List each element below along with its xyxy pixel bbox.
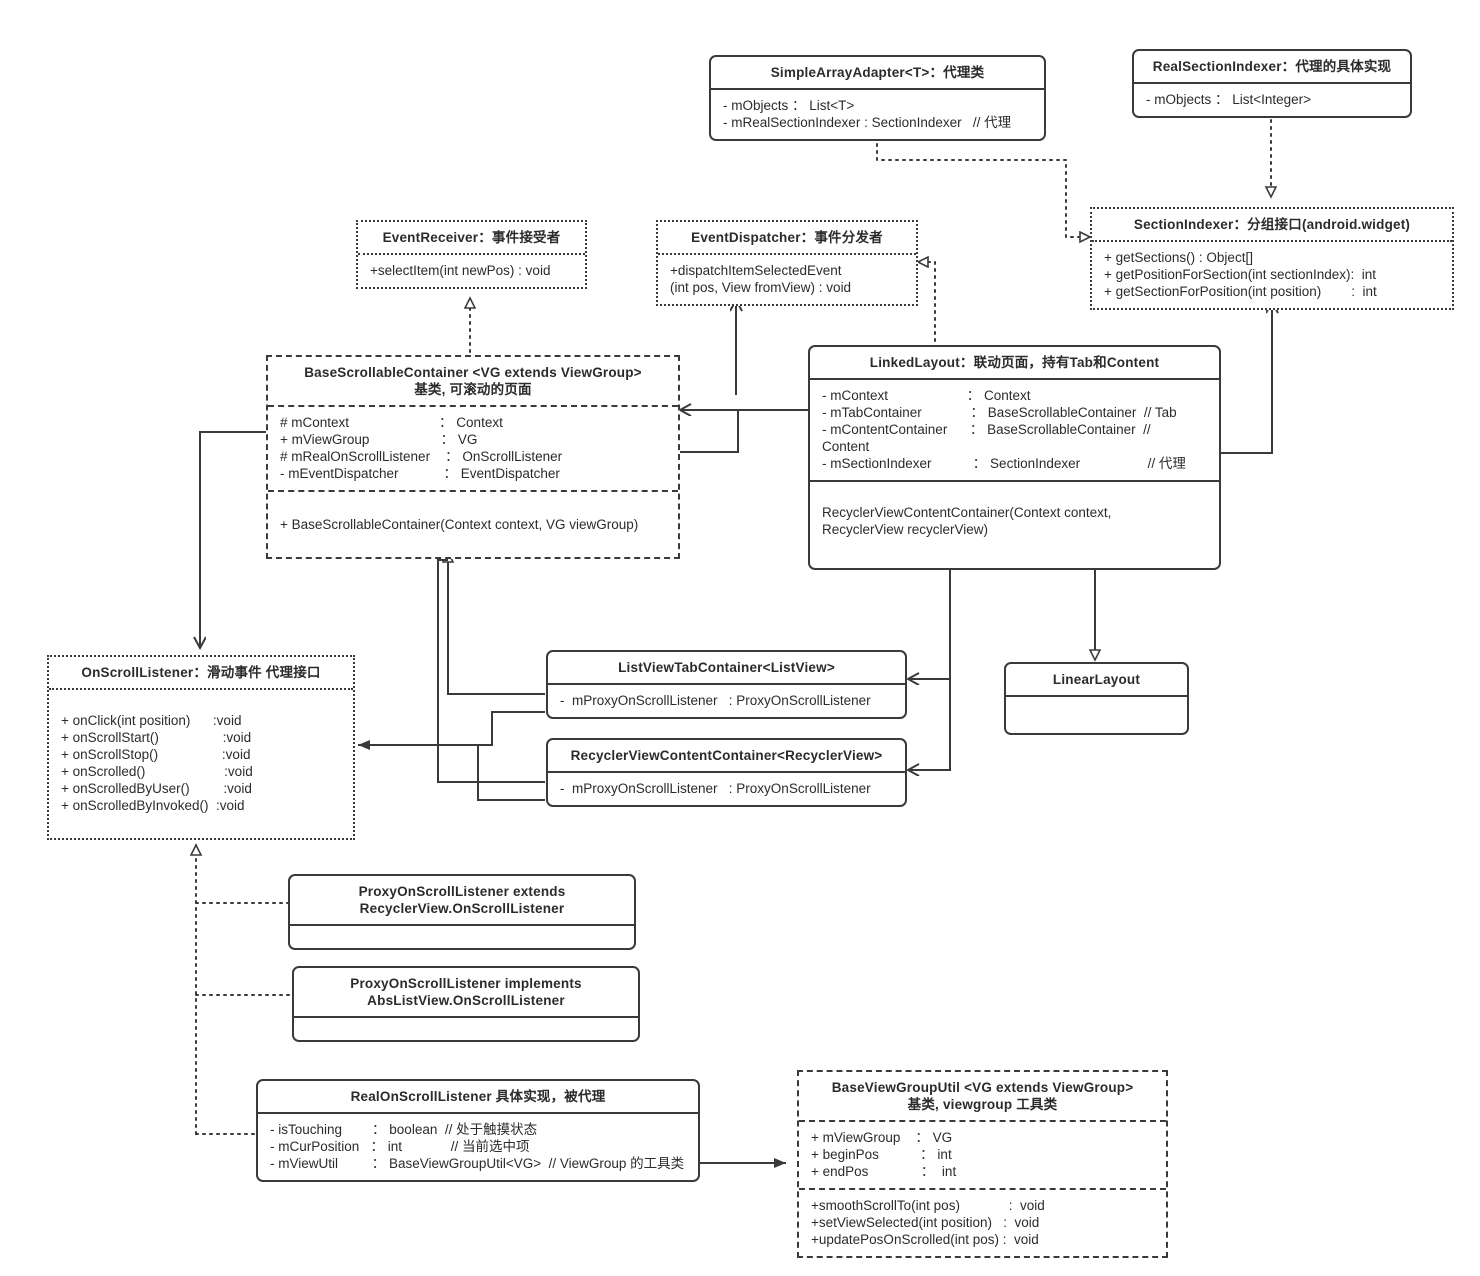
class-base-scrollable-container[interactable]: BaseScrollableContainer <VG extends View…: [266, 355, 680, 559]
wire-linkedlayout-uses-sectionindexer: [1221, 302, 1272, 454]
wire-linkedlayout-realizes-eventdispatcher: [918, 262, 936, 349]
class-base-view-group-util[interactable]: BaseViewGroupUtil <VG extends ViewGroup>…: [797, 1070, 1168, 1258]
class-title: RealOnScrollListener 具体实现，被代理: [258, 1081, 698, 1114]
wire-linkedlayout-holds-recyclerviewcontentcontainer: [908, 679, 951, 770]
class-attributes: - mContext ： Context - mTabContainer ： B…: [822, 388, 1186, 471]
class-title: ProxyOnScrollListener implements AbsList…: [294, 968, 638, 1018]
class-title: RecyclerViewContentContainer<RecyclerVie…: [548, 740, 905, 773]
class-methods: + BaseScrollableContainer(Context contex…: [268, 490, 678, 557]
class-attributes: [1006, 697, 1187, 733]
class-proxy-implements-abslistview[interactable]: ProxyOnScrollListener implements AbsList…: [292, 966, 640, 1042]
class-title: BaseViewGroupUtil <VG extends ViewGroup>…: [799, 1072, 1166, 1122]
class-title: LinkedLayout：联动页面，持有Tab和Content: [810, 347, 1219, 380]
class-attributes: - isTouching ： boolean // 处于触摸状态 - mCurP…: [270, 1122, 685, 1171]
interface-methods: + getSections() : Object[] + getPosition…: [1104, 250, 1377, 299]
class-real-on-scroll-listener[interactable]: RealOnScrollListener 具体实现，被代理 - isTouchi…: [256, 1079, 700, 1182]
wire-recyclerviewcontentcontainer-extends-basescrollablecontainer: [437, 559, 545, 783]
wire-listviewtabcontainer-extends-basescrollablecontainer: [448, 552, 545, 695]
class-title: BaseScrollableContainer <VG extends View…: [268, 357, 678, 407]
class-title: RealSectionIndexer：代理的具体实现: [1134, 51, 1410, 84]
interface-event-receiver[interactable]: EventReceiver：事件接受者 +selectItem(int newP…: [356, 220, 587, 289]
class-simple-array-adapter[interactable]: SimpleArrayAdapter<T>：代理类 - mObjects ： L…: [709, 55, 1046, 141]
class-proxy-extends-recyclerview[interactable]: ProxyOnScrollListener extends RecyclerVi…: [288, 874, 636, 950]
class-title: ProxyOnScrollListener extends RecyclerVi…: [290, 876, 634, 926]
interface-title: SectionIndexer：分组接口(android.widget): [1092, 209, 1452, 242]
interface-title: OnScrollListener：滑动事件 代理接口: [49, 657, 353, 690]
wire-linkedlayout-holds-listviewtabcontainer: [908, 566, 951, 679]
interface-methods: + onClick(int position) :void + onScroll…: [61, 713, 253, 813]
class-attributes: [290, 926, 634, 948]
class-attributes: + mViewGroup ： VG + beginPos ： int + end…: [811, 1130, 957, 1179]
class-attributes: # mContext ： Context + mViewGroup ： VG #…: [280, 415, 563, 481]
class-methods: +smoothScrollTo(int pos) : void +setView…: [799, 1188, 1166, 1256]
wire-linkedlayout-holds-basescrollablecontainer: [680, 410, 808, 453]
class-attributes: [294, 1018, 638, 1040]
wire-basescrollablecontainer-uses-onscrolllistener: [200, 431, 266, 648]
interface-section-indexer[interactable]: SectionIndexer：分组接口(android.widget) + ge…: [1090, 207, 1454, 310]
class-attributes: - mObjects ： List<Integer>: [1146, 92, 1312, 107]
class-linked-layout[interactable]: LinkedLayout：联动页面，持有Tab和Content - mConte…: [808, 345, 1221, 570]
class-linear-layout[interactable]: LinearLayout: [1004, 662, 1189, 735]
class-attributes: - mProxyOnScrollListener : ProxyOnScroll…: [560, 693, 871, 708]
class-attributes: - mProxyOnScrollListener : ProxyOnScroll…: [560, 781, 871, 796]
interface-event-dispatcher[interactable]: EventDispatcher：事件分发者 +dispatchItemSelec…: [656, 220, 918, 306]
class-real-section-indexer[interactable]: RealSectionIndexer：代理的具体实现 - mObjects ： …: [1132, 49, 1412, 118]
interface-title: EventDispatcher：事件分发者: [658, 222, 916, 255]
wire-listviewtabcontainer-uses-onscrolllistener: [358, 711, 545, 801]
class-title: LinearLayout: [1006, 664, 1187, 697]
class-recyclerview-content-container[interactable]: RecyclerViewContentContainer<RecyclerVie…: [546, 738, 907, 807]
interface-methods: +dispatchItemSelectedEvent (int pos, Vie…: [670, 263, 852, 295]
class-listview-tab-container[interactable]: ListViewTabContainer<ListView> - mProxyO…: [546, 650, 907, 719]
class-attributes: - mObjects ： List<T> - mRealSectionIndex…: [723, 98, 1012, 130]
interface-title: EventReceiver：事件接受者: [358, 222, 585, 255]
interface-methods: +selectItem(int newPos) : void: [370, 263, 551, 278]
class-title: ListViewTabContainer<ListView>: [548, 652, 905, 685]
class-title: SimpleArrayAdapter<T>：代理类: [711, 57, 1044, 90]
class-methods: RecyclerViewContentContainer(Context con…: [810, 480, 1219, 568]
interface-on-scroll-listener[interactable]: OnScrollListener：滑动事件 代理接口 + onClick(int…: [47, 655, 355, 840]
